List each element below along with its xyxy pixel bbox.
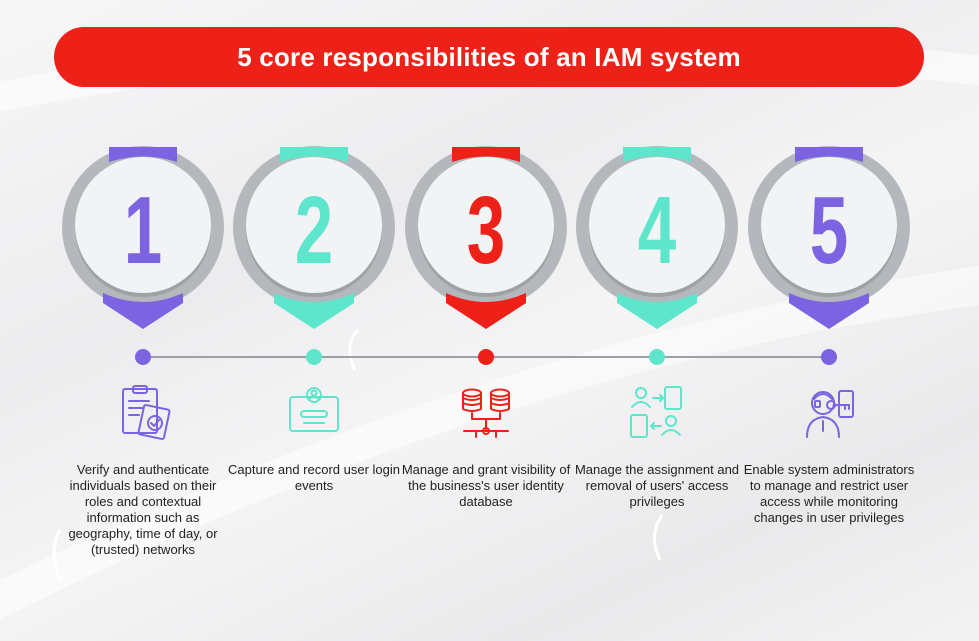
step-badge-3: 3 [404,145,568,335]
step-badge-2: 2 [232,145,396,335]
step-description-2: Capture and record user login events [228,462,400,493]
timeline-dot-1 [135,349,151,365]
step-number-3: 3 [466,177,506,284]
step-badge-1: 1 [61,145,225,335]
step-description-1: Verify and authenticate individuals base… [68,462,218,557]
timeline-dot-3 [478,349,494,365]
step-description-3: Manage and grant visibility of the busin… [401,462,571,509]
page-title: 5 core responsibilities of an IAM system [237,41,741,72]
step-description-4: Manage the assignment and removal of use… [574,462,740,509]
step-badge-4: 4 [575,145,739,335]
step-description-5: Enable system administrators to manage a… [743,462,915,525]
step-number-4: 4 [637,177,677,284]
timeline-dot-4 [649,349,665,365]
step-number-5: 5 [809,177,849,284]
database-network-icon [462,388,510,438]
timeline-dot-5 [821,349,837,365]
step-number-1: 1 [123,177,163,284]
timeline-dot-2 [306,349,322,365]
title-banner: 5 core responsibilities of an IAM system [54,27,924,87]
id-card-icon [289,387,339,432]
admin-key-icon [806,390,854,438]
user-exchange-icon [630,386,682,438]
clipboard-checklist-icon [122,385,171,441]
step-badge-5: 5 [747,145,911,335]
step-number-2: 2 [294,177,334,284]
